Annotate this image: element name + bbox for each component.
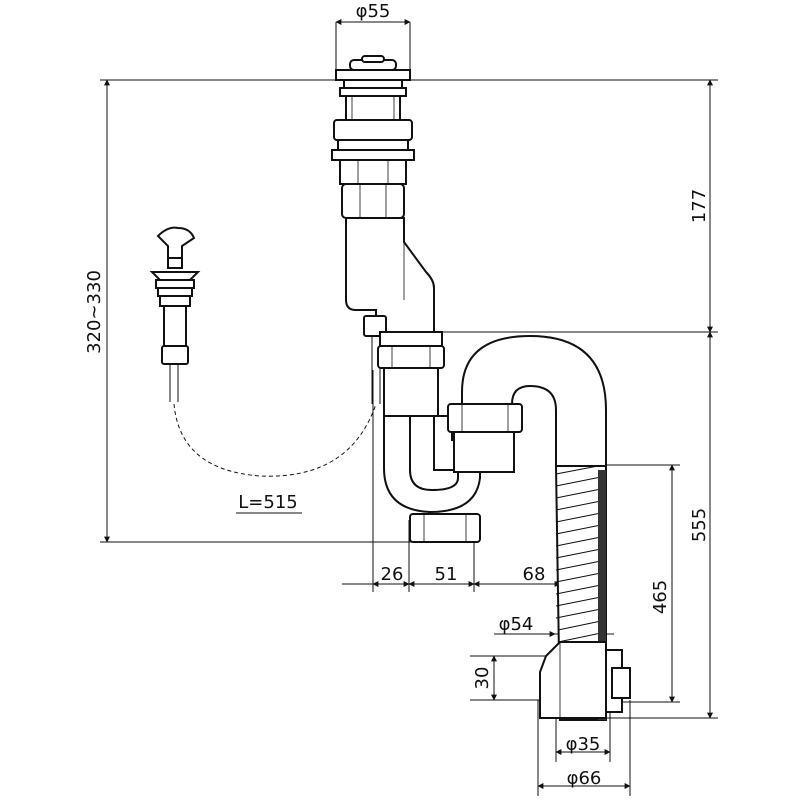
svg-text:177: 177 xyxy=(689,189,710,223)
svg-text:320~330: 320~330 xyxy=(84,270,105,354)
svg-text:555: 555 xyxy=(689,508,710,542)
pull-chain xyxy=(173,403,377,477)
svg-text:465: 465 xyxy=(650,580,671,614)
dim-height-177: 177 xyxy=(430,79,718,333)
svg-text:68: 68 xyxy=(523,564,546,585)
svg-text:26: 26 xyxy=(381,564,404,585)
pop-up-drain-head xyxy=(331,55,415,219)
dim-chain-length: L=515 xyxy=(236,492,302,514)
trap-upper-nut xyxy=(377,331,445,417)
svg-text:φ54: φ54 xyxy=(499,614,534,635)
trap-outlet-nut xyxy=(447,403,523,473)
svg-text:φ55: φ55 xyxy=(356,1,391,22)
svg-text:φ66: φ66 xyxy=(567,768,602,789)
floor-flange xyxy=(539,641,631,719)
dim-height-30: 30 xyxy=(470,655,552,701)
svg-text:30: 30 xyxy=(472,667,493,690)
svg-text:L=515: L=515 xyxy=(238,492,297,513)
svg-text:51: 51 xyxy=(435,564,458,585)
dim-diameter-66: φ66 xyxy=(537,700,631,796)
dim-height-range: 320~330 xyxy=(84,79,420,543)
lift-rod-knob xyxy=(149,226,201,402)
svg-text:φ35: φ35 xyxy=(566,734,601,755)
tailpiece-body xyxy=(345,217,435,333)
dim-height-465: 465 xyxy=(600,464,680,703)
bend-pipe xyxy=(461,334,607,469)
